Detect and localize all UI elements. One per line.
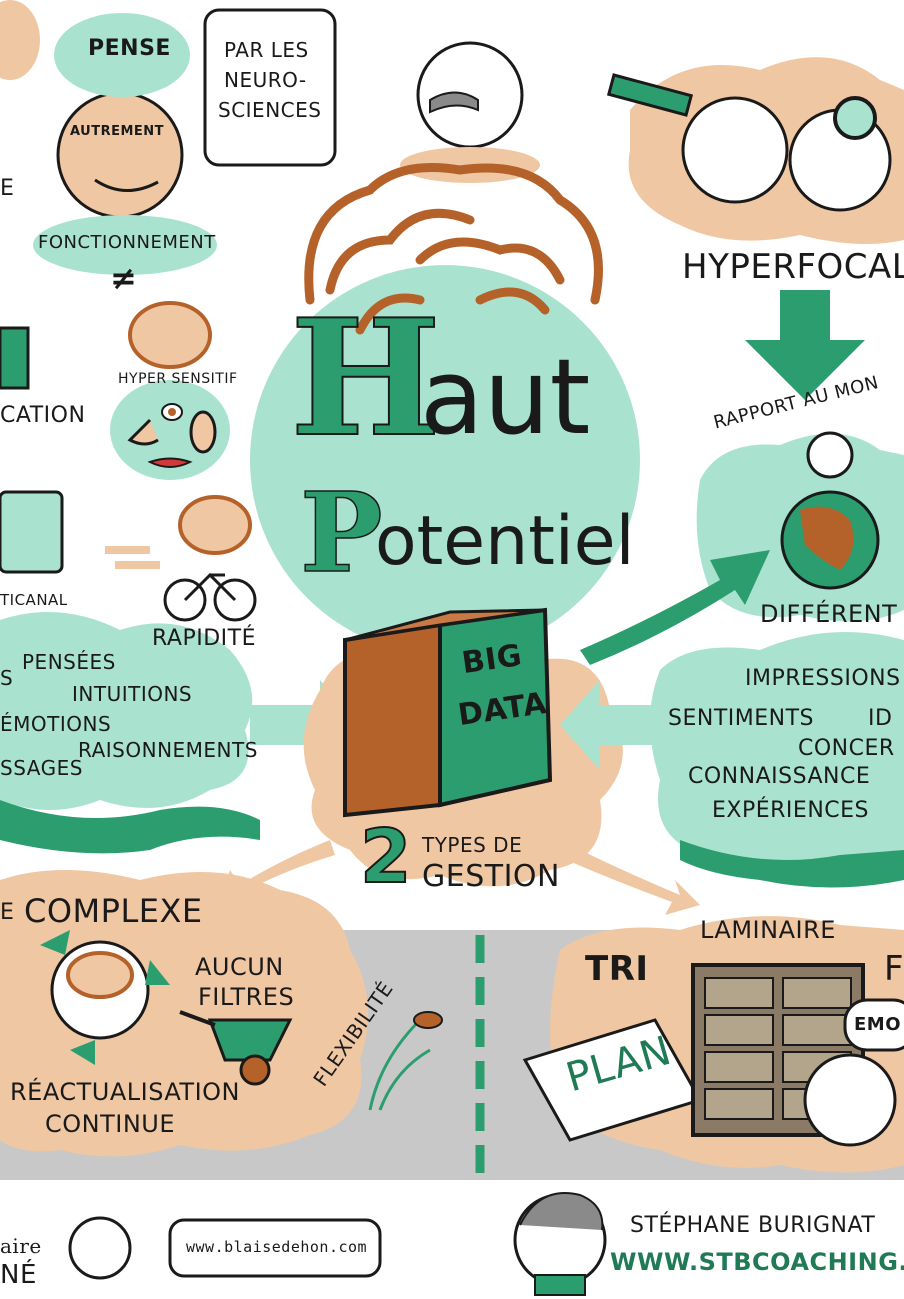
left-green-band [0, 800, 260, 854]
emo-label: EMO [854, 1014, 902, 1035]
hyper-sensitif-label: HYPER SENSITIF [118, 371, 238, 387]
left-mint-cloud [0, 612, 253, 810]
fonctionnement-label: FONCTIONNEMENT [38, 232, 216, 253]
connaissance-label: CONNAISSANCE [688, 764, 871, 789]
footer-left-fragment-top: aire [0, 1234, 42, 1258]
types-line-2: GESTION [422, 859, 560, 894]
speech-line-2: NEURO- [224, 68, 307, 92]
e-fragment-bottom: E [0, 900, 15, 925]
book-top [344, 608, 546, 642]
ticanal-label: TICANAL [0, 591, 68, 609]
small-char-on-earth [806, 431, 854, 479]
worried-char [803, 1053, 897, 1147]
s-fragment: S [0, 666, 14, 690]
lips [147, 457, 193, 468]
impressions-label: IMPRESSIONS [745, 666, 901, 691]
speech-line-1: PAR LES [224, 38, 309, 62]
earth-continent [800, 506, 854, 570]
central-brain [304, 163, 603, 335]
id-label: ID [868, 706, 893, 731]
aucun-label: AUCUN [195, 953, 284, 981]
filtres-label: FILTRES [198, 983, 295, 1011]
right-mint-cloud-bottom [650, 632, 904, 872]
wheelbarrow [179, 1010, 293, 1086]
peach-blob-top-left [0, 0, 40, 80]
types-number: 2 [359, 814, 413, 900]
pense-cloud [54, 13, 190, 97]
book-label-big: BIG [459, 637, 525, 682]
arrow-down-hyperfocal [745, 290, 865, 400]
title-haut-rest: aut [420, 336, 591, 458]
magnifier-lens [833, 96, 877, 140]
reeds [368, 1018, 431, 1111]
bicycle [163, 572, 257, 622]
title-potentiel-rest: otentiel [375, 502, 635, 581]
emo-bubble [843, 998, 904, 1052]
pense-label: PENSE [88, 36, 171, 61]
raisonnements-label: RAISONNEMENTS [78, 738, 258, 762]
telescope [606, 73, 694, 117]
speech-line-3: SCIENCES [218, 98, 322, 122]
complexe-brain [66, 951, 134, 999]
char-telescope [681, 96, 789, 204]
footer-left-fragment-bottom: NÉ [0, 1260, 37, 1290]
continue-label: CONTINUE [45, 1110, 176, 1138]
cation-label: CATION [0, 403, 86, 428]
laminaire-label: LAMINAIRE [700, 916, 836, 944]
title-haut-initial: H [289, 284, 442, 472]
cabinet-drawers [704, 977, 852, 1120]
hyperfocal-label: HYPERFOCAL [682, 247, 904, 287]
f-fragment: F [884, 949, 904, 989]
ssages-label: SSAGES [0, 756, 83, 780]
footer-char [68, 1216, 132, 1280]
e-fragment-top: E [0, 176, 15, 201]
autrement-label: AUTREMENT [70, 124, 165, 139]
pense-smile [94, 178, 159, 192]
different-label: DIFFÉRENT [760, 600, 898, 628]
arrow-down-right [555, 840, 700, 915]
hyper-sensitif-face [110, 380, 230, 480]
right-green-band [680, 840, 904, 888]
speed-lines [105, 546, 160, 569]
author-scarf [534, 1274, 586, 1296]
url-bubble-left [168, 1218, 382, 1278]
emotions-label: ÉMOTIONS [0, 712, 112, 736]
intuitions-label: INTUITIONS [72, 682, 193, 706]
tri-label: TRI [585, 949, 649, 989]
mini-brain-1 [128, 301, 212, 369]
pupil [168, 408, 176, 416]
speech-bubble [203, 8, 337, 167]
complexe-label: COMPLEXE [24, 892, 203, 930]
author-name: STÉPHANE BURIGNAT [630, 1213, 876, 1238]
concer-label: CONCER [798, 736, 895, 761]
url-right[interactable]: WWW.STBCOACHING.BE [610, 1248, 904, 1276]
nose [127, 418, 159, 446]
right-arrow [560, 680, 660, 770]
rapidite-label: RAPIDITÉ [152, 626, 256, 651]
types-line-1: TYPES DE [422, 833, 523, 857]
green-cube [0, 326, 30, 390]
fonctionnement-cloud [33, 215, 217, 275]
url-left[interactable]: www.blaisedehon.com [186, 1238, 368, 1256]
book-front [343, 622, 442, 818]
cycle-arrows [40, 930, 170, 1065]
pense-head [56, 91, 184, 219]
mini-brain-2 [178, 495, 252, 555]
scientist-mustache [429, 91, 479, 114]
experiences-label: EXPÉRIENCES [712, 798, 869, 823]
arrow-to-earth [580, 550, 770, 665]
pensees-label: PENSÉES [22, 650, 116, 674]
reactualisation-label: RÉACTUALISATION [10, 1078, 241, 1106]
reed-head [413, 1011, 443, 1029]
author-hair [519, 1192, 604, 1231]
not-equal-sign: ≠ [110, 259, 138, 297]
ear [189, 410, 217, 454]
central-mint-circle [250, 265, 640, 655]
tv-screen [0, 490, 64, 574]
sentiments-label: SENTIMENTS [668, 706, 814, 731]
title-potentiel-initial: P [299, 468, 383, 597]
